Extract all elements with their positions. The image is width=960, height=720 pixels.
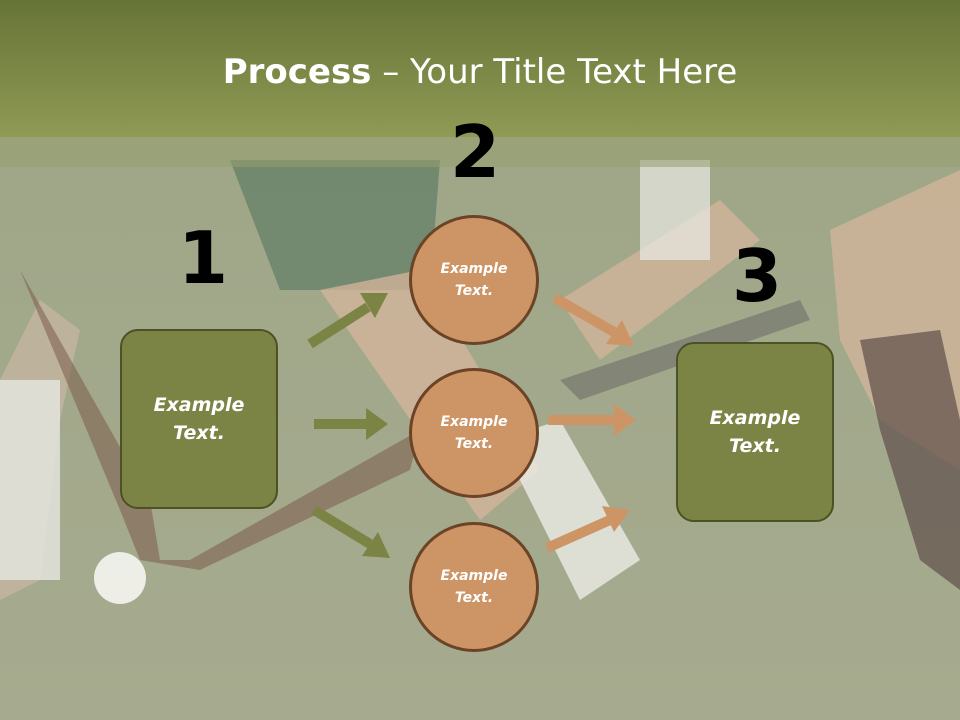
step-2-circle-top: Example Text. <box>409 215 539 345</box>
slide-title: Process – Your Title Text Here <box>0 52 960 92</box>
arrow-green-down <box>311 505 390 558</box>
step-2-circle-middle: Example Text. <box>409 368 539 498</box>
step-number-2: 2 <box>450 110 501 194</box>
title-bar <box>0 0 960 137</box>
step-number-1: 1 <box>178 216 229 300</box>
step-number-3: 3 <box>732 234 783 318</box>
arrow-orange-down <box>552 293 634 346</box>
title-bold: Process <box>222 52 372 92</box>
title-rest: – Your Title Text Here <box>371 52 738 92</box>
step-1-box: Example Text. <box>120 329 278 509</box>
title-bar-band <box>0 137 960 167</box>
arrow-orange-up <box>544 506 630 553</box>
arrow-orange-right <box>548 404 636 436</box>
arrow-green-right <box>314 408 388 440</box>
step-3-box: Example Text. <box>676 342 834 522</box>
arrow-green-up <box>307 293 388 349</box>
step-2-circle-bottom: Example Text. <box>409 522 539 652</box>
